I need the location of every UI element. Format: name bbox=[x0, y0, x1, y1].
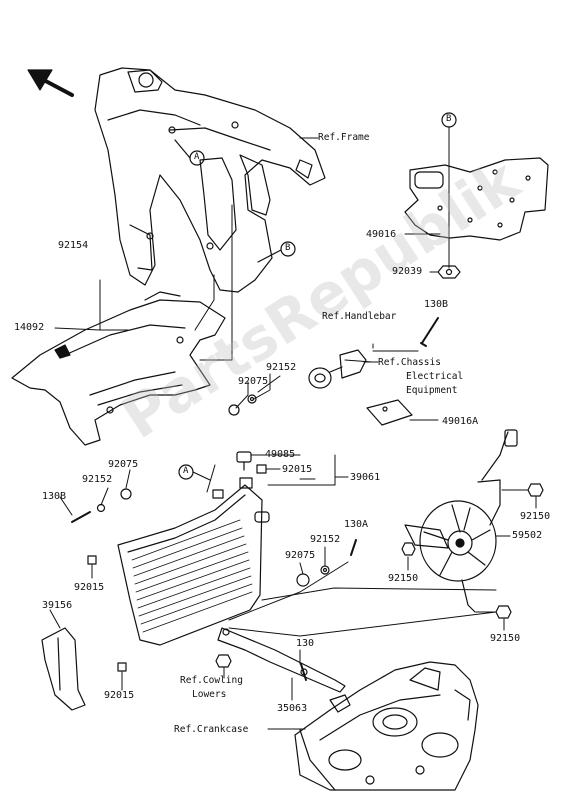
clip-92015-top bbox=[256, 464, 267, 474]
part-92015-left: 92015 bbox=[74, 582, 105, 593]
washer-92152-left bbox=[96, 503, 106, 513]
cap-49085 bbox=[236, 451, 252, 471]
callout-letter-a-lower: A bbox=[183, 466, 189, 476]
part-92154: 92154 bbox=[58, 240, 89, 251]
part-39156: 39156 bbox=[42, 600, 73, 611]
callout-b-frame bbox=[257, 241, 296, 263]
part-92015-bottom: 92015 bbox=[104, 690, 135, 701]
washer-92152-mid bbox=[320, 565, 330, 575]
label-ref-cowling-1: Ref.Cowling bbox=[180, 675, 243, 686]
part-92015-top: 92015 bbox=[282, 464, 313, 475]
guard-39156 bbox=[41, 627, 86, 711]
nut-92150-mid bbox=[401, 542, 416, 556]
callout-letter-b-bracket: B bbox=[446, 114, 452, 124]
part-35063: 35063 bbox=[277, 703, 308, 714]
direction-arrow-icon bbox=[27, 69, 74, 97]
bracket-49016 bbox=[404, 157, 549, 241]
bolt-130b-left bbox=[71, 511, 91, 523]
collar-92075-left bbox=[120, 488, 132, 500]
pad-49016a bbox=[366, 399, 413, 426]
label-ref-cowling-2: Lowers bbox=[192, 689, 227, 700]
part-92152-top: 92152 bbox=[266, 362, 297, 373]
collar-92075-top bbox=[228, 394, 257, 416]
nut-cowling bbox=[215, 654, 232, 668]
part-92152-mid: 92152 bbox=[310, 534, 341, 545]
bolt-130-bottom bbox=[300, 663, 307, 681]
frame-part bbox=[94, 67, 326, 293]
callout-letter-b-frame: B bbox=[285, 243, 291, 253]
nut-92150-top bbox=[527, 483, 544, 497]
part-39061: 39061 bbox=[350, 472, 381, 483]
label-ref-handlebar: Ref.Handlebar bbox=[322, 311, 397, 322]
part-49085: 49085 bbox=[265, 449, 296, 460]
nut-92150-bottom bbox=[495, 605, 512, 619]
part-92039: 92039 bbox=[392, 266, 423, 277]
part-92152-left: 92152 bbox=[82, 474, 113, 485]
clip-92015-bottom bbox=[117, 662, 127, 672]
part-49016a: 49016A bbox=[442, 416, 479, 427]
collar-92075-mid bbox=[296, 573, 310, 587]
part-130b-left: 130B bbox=[42, 491, 67, 502]
part-92075-top: 92075 bbox=[238, 376, 269, 387]
part-59502: 59502 bbox=[512, 530, 543, 541]
label-ref-frame: Ref.Frame bbox=[318, 132, 370, 143]
bolt-130a bbox=[350, 539, 357, 556]
callout-letter-a-top: A bbox=[194, 152, 200, 162]
bracket-35063 bbox=[217, 627, 346, 693]
label-ref-chassis-3: Equipment bbox=[406, 385, 458, 396]
clip-92015-left bbox=[87, 555, 97, 565]
part-92150-top: 92150 bbox=[520, 511, 551, 522]
part-92150-mid: 92150 bbox=[388, 573, 419, 584]
bolt-130b-top bbox=[420, 317, 439, 347]
radiator-39061 bbox=[117, 477, 270, 646]
part-49016: 49016 bbox=[366, 229, 397, 240]
label-ref-chassis-1: Ref.Chassis bbox=[378, 357, 441, 368]
horn-part bbox=[308, 349, 367, 389]
part-92150-bottom: 92150 bbox=[490, 633, 521, 644]
crankcase-part bbox=[294, 661, 479, 791]
callout-b-bracket bbox=[441, 112, 457, 269]
fan-59502 bbox=[404, 429, 518, 613]
part-92075-mid: 92075 bbox=[285, 550, 316, 561]
cover-14092 bbox=[11, 291, 226, 446]
part-14092: 14092 bbox=[14, 322, 45, 333]
part-130b-top: 130B bbox=[424, 299, 449, 310]
part-92075-left: 92075 bbox=[108, 459, 139, 470]
callout-a-lower bbox=[178, 464, 211, 481]
part-130: 130 bbox=[296, 638, 315, 649]
part-130a: 130A bbox=[344, 519, 369, 530]
label-ref-chassis-2: Electrical bbox=[406, 371, 464, 382]
callout-a-top bbox=[174, 139, 205, 166]
label-ref-crankcase: Ref.Crankcase bbox=[174, 724, 249, 735]
